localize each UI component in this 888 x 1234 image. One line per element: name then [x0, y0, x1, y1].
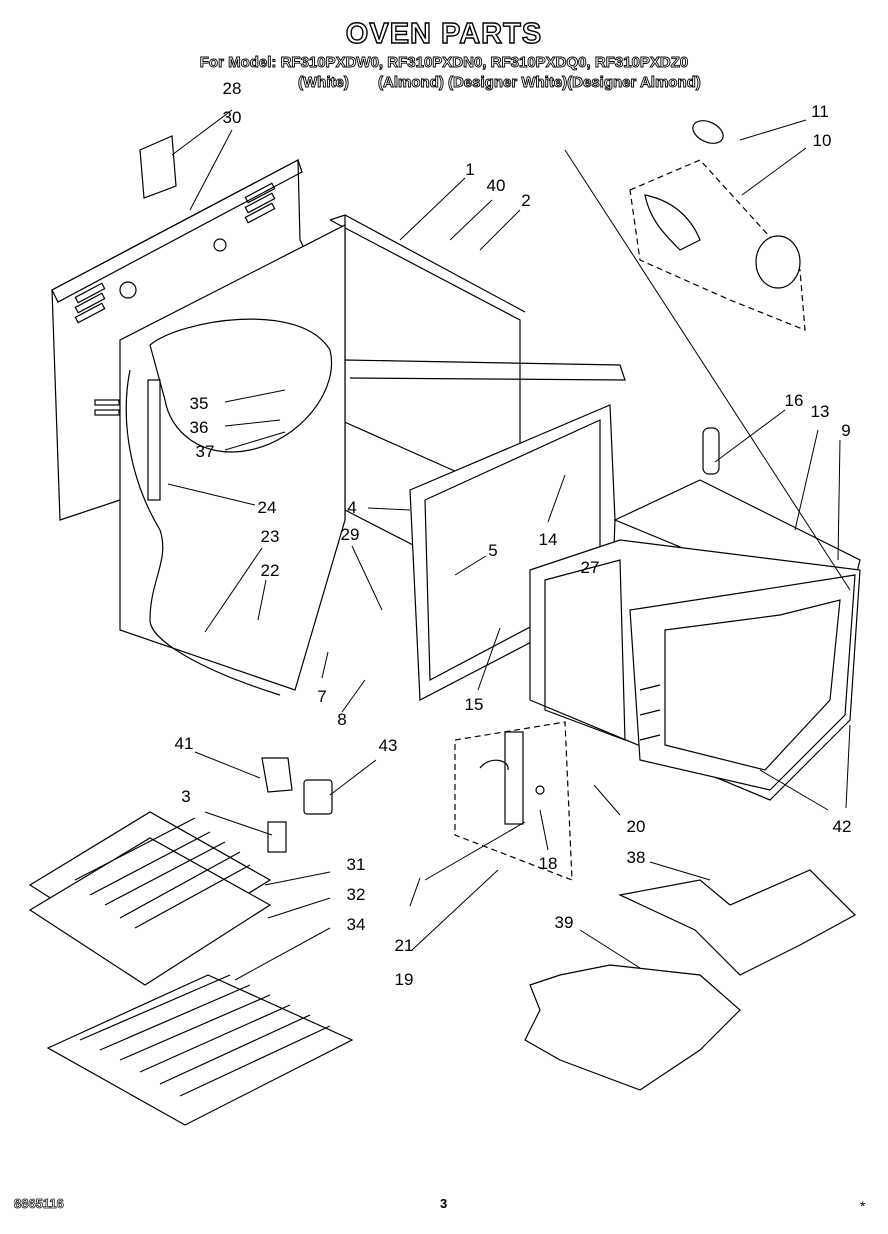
part-number-5: 5: [488, 541, 498, 560]
page-title: OVEN PARTS: [345, 17, 543, 50]
leveling-leg: [267, 821, 287, 853]
part-number-9: 9: [841, 421, 851, 440]
part-number-29: 29: [340, 525, 360, 544]
part-number-7: 7: [317, 687, 327, 706]
part-number-4: 4: [347, 498, 357, 517]
part-number-35: 35: [189, 394, 209, 413]
part-number-15: 15: [464, 695, 484, 714]
part-number-22: 22: [260, 561, 280, 580]
document-code: 8865116: [14, 1196, 65, 1212]
part-number-30: 30: [222, 108, 242, 127]
leg-bracket: [261, 757, 293, 793]
broil-element: [524, 964, 741, 1091]
part-number-3: 3: [181, 787, 191, 806]
finish-other-labels: (Almond) (Designer White)(Designer Almon…: [378, 74, 702, 92]
part-number-41: 41: [174, 734, 194, 753]
oven-light-assembly: [629, 120, 806, 331]
part-number-32: 32: [346, 885, 366, 904]
insulation-piece: [139, 135, 177, 199]
part-number-14: 14: [538, 530, 558, 549]
part-number-39: 39: [554, 913, 574, 932]
page-number: 3: [440, 1196, 448, 1211]
part-number-36: 36: [189, 418, 209, 437]
side-panel: [119, 224, 346, 696]
sensor-probe: [702, 427, 720, 475]
part-number-11: 11: [811, 102, 829, 121]
finish-white-label: (White): [298, 74, 350, 92]
part-number-10: 10: [812, 131, 832, 150]
oven-rack: [46, 974, 354, 1126]
oven-cavity: [529, 479, 861, 801]
part-number-28: 28: [222, 79, 242, 98]
part-number-43: 43: [378, 736, 398, 755]
door-latch-assembly: [454, 721, 573, 881]
part-number-8: 8: [337, 710, 347, 729]
broil-pan: [28, 811, 272, 986]
part-number-27: 27: [580, 558, 600, 577]
part-number-21: 21: [394, 936, 414, 955]
part-number-1: 1: [465, 160, 475, 179]
part-number-20: 20: [626, 817, 646, 836]
part-number-40: 40: [486, 176, 506, 195]
bake-element: [618, 869, 856, 976]
leader-lines: [167, 109, 851, 981]
part-number-2: 2: [521, 191, 531, 210]
corner-mark: *: [860, 1198, 866, 1214]
block-43: [303, 779, 333, 815]
part-number-37: 37: [195, 442, 215, 461]
part-number-34: 34: [346, 915, 366, 934]
part-number-19: 19: [394, 970, 414, 989]
part-number-13: 13: [810, 402, 830, 421]
part-number-18: 18: [538, 854, 558, 873]
model-list: For Model: RF310PXDW0, RF310PXDN0, RF310…: [199, 54, 689, 72]
part-number-31: 31: [346, 855, 366, 874]
part-number-24: 24: [257, 498, 277, 517]
part-number-38: 38: [626, 848, 646, 867]
part-number-16: 16: [784, 391, 804, 410]
part-number-42: 42: [832, 817, 852, 836]
part-number-23: 23: [260, 527, 280, 546]
